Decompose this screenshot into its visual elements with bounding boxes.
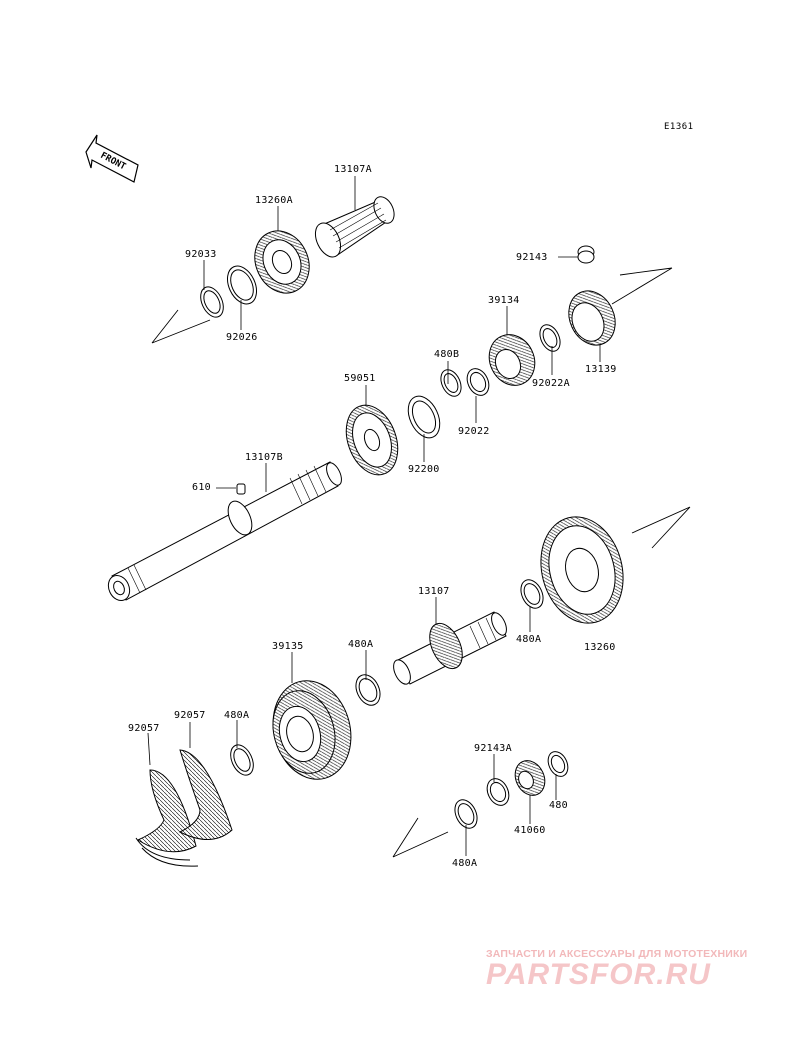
label-92143: 92143 <box>516 252 548 263</box>
part-610 <box>236 483 246 495</box>
label-92022A: 92022A <box>532 378 570 389</box>
part-13107B <box>107 461 342 602</box>
part-13107 <box>393 611 507 685</box>
part-41060 <box>514 760 546 796</box>
part-480A-left <box>230 744 254 776</box>
label-480A-bottom: 480A <box>452 858 477 869</box>
part-13260 <box>540 516 624 624</box>
label-92143A: 92143A <box>474 743 512 754</box>
label-59051: 59051 <box>344 373 376 384</box>
watermark-tagline: ЗАПЧАСТИ И АКСЕССУАРЫ ДЛЯ МОТОТЕХНИКИ <box>486 948 748 960</box>
label-13139: 13139 <box>585 364 617 375</box>
label-92022: 92022 <box>458 426 490 437</box>
front-arrow-icon: FRONT <box>85 134 139 183</box>
label-39134: 39134 <box>488 295 520 306</box>
label-92026: 92026 <box>226 332 258 343</box>
label-39135: 39135 <box>272 641 304 652</box>
label-92200: 92200 <box>408 464 440 475</box>
label-480B: 480B <box>434 349 459 360</box>
part-39135 <box>272 680 352 780</box>
part-92143A <box>486 778 510 806</box>
label-13260: 13260 <box>584 642 616 653</box>
part-480 <box>547 751 569 777</box>
part-92057 <box>135 749 233 867</box>
part-480A-right <box>520 579 544 609</box>
label-13260A: 13260A <box>255 195 293 206</box>
label-13107A: 13107A <box>334 164 372 175</box>
diagram-code: E1361 <box>664 122 694 132</box>
label-480: 480 <box>549 800 568 811</box>
label-480A-left: 480A <box>224 710 249 721</box>
part-92033 <box>200 286 224 318</box>
label-480A-middle: 480A <box>348 639 373 650</box>
label-92057-a: 92057 <box>174 710 206 721</box>
label-92057-b: 92057 <box>128 723 160 734</box>
part-92200 <box>407 395 441 439</box>
part-59051 <box>345 404 399 476</box>
part-39134 <box>488 334 536 386</box>
label-480A-right: 480A <box>516 634 541 645</box>
part-480A-middle <box>355 674 381 706</box>
axis-lines <box>151 267 691 858</box>
part-92026 <box>226 265 258 305</box>
part-13107A <box>314 196 395 258</box>
part-480B <box>440 369 462 397</box>
part-480A-bottom <box>454 799 478 829</box>
label-13107B: 13107B <box>245 452 283 463</box>
part-13139 <box>568 290 616 346</box>
leader-lines <box>147 176 601 856</box>
part-92143 <box>577 245 595 264</box>
part-92022A <box>539 324 561 352</box>
watermark-logo: PARTSFOR.RU <box>486 958 711 991</box>
label-41060: 41060 <box>514 825 546 836</box>
label-92033: 92033 <box>185 249 217 260</box>
part-92022 <box>466 368 490 396</box>
part-13260A <box>254 230 310 294</box>
label-610: 610 <box>192 482 211 493</box>
label-13107: 13107 <box>418 586 450 597</box>
watermark: ЗАПЧАСТИ И АКСЕССУАРЫ ДЛЯ МОТОТЕХНИКИ PA… <box>486 948 786 992</box>
